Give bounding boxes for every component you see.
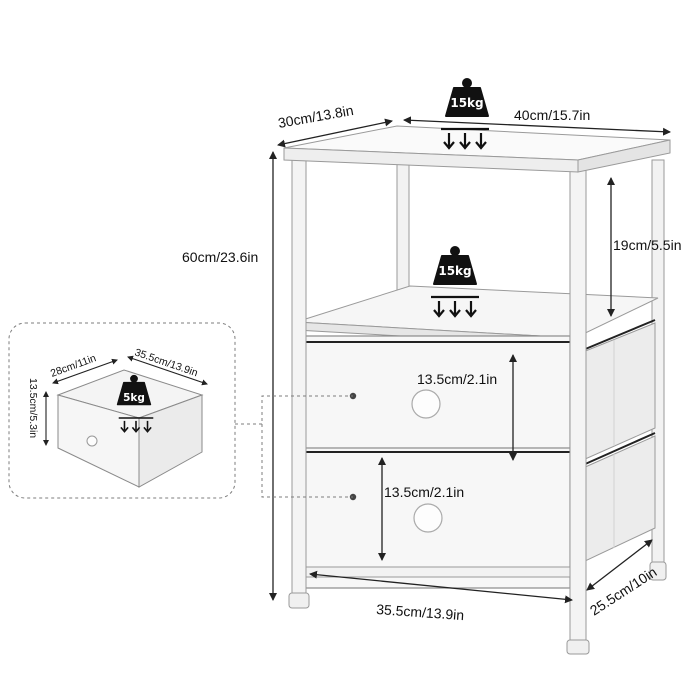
back-left-leg [396, 162, 410, 294]
inset-width-label: 35.5cm/13.9in [133, 346, 199, 379]
nightstand [283, 125, 671, 655]
drawer-bottom-height-label: 13.5cm/2.1in [384, 484, 464, 500]
drawer-top-height-label: 13.5cm/2.1in [417, 371, 497, 387]
shelf-gap-label: 19cm/5.5in [613, 237, 681, 253]
dimension-lines [269, 116, 671, 604]
inset-depth-dim-line [52, 358, 118, 385]
base-width-dim-line [309, 570, 573, 604]
shelf-weight-label: 15kg [438, 264, 471, 278]
inset-frame [8, 322, 236, 499]
base-width-label: 35.5cm/13.9in [376, 601, 465, 623]
width-dim-line [403, 116, 671, 136]
inset-width-dim-line [127, 355, 208, 386]
width-label: 40cm/15.7in [514, 107, 590, 123]
fabric-box-side [138, 394, 203, 488]
bottom-rail [299, 566, 583, 578]
base-depth-dim-line [586, 539, 653, 591]
drawer-top-knob [411, 389, 441, 419]
inset-connector [235, 395, 353, 425]
height-label: 60cm/23.6in [182, 249, 258, 265]
inset-connector-lower [261, 424, 353, 498]
front-left-foot [288, 592, 310, 609]
base-depth-label: 25.5cm/10in [587, 564, 660, 619]
inset-height-label: 13.5cm/5.3in [27, 378, 39, 438]
drawer-bottom-knob [413, 503, 443, 533]
top-weight-badge: 15kg [439, 77, 491, 150]
side-panel-upper [582, 322, 656, 461]
front-left-leg [291, 159, 307, 598]
depth-label: 30cm/13.8in [277, 102, 355, 131]
front-right-foot [566, 639, 590, 655]
drawer-weight-label: 5kg [123, 392, 145, 404]
fabric-box-knob [86, 435, 98, 447]
front-right-leg [569, 169, 587, 649]
top-weight-label: 15kg [450, 96, 483, 110]
shelf-weight-badge: 15kg [429, 245, 481, 318]
depth-dim-line [277, 118, 393, 148]
